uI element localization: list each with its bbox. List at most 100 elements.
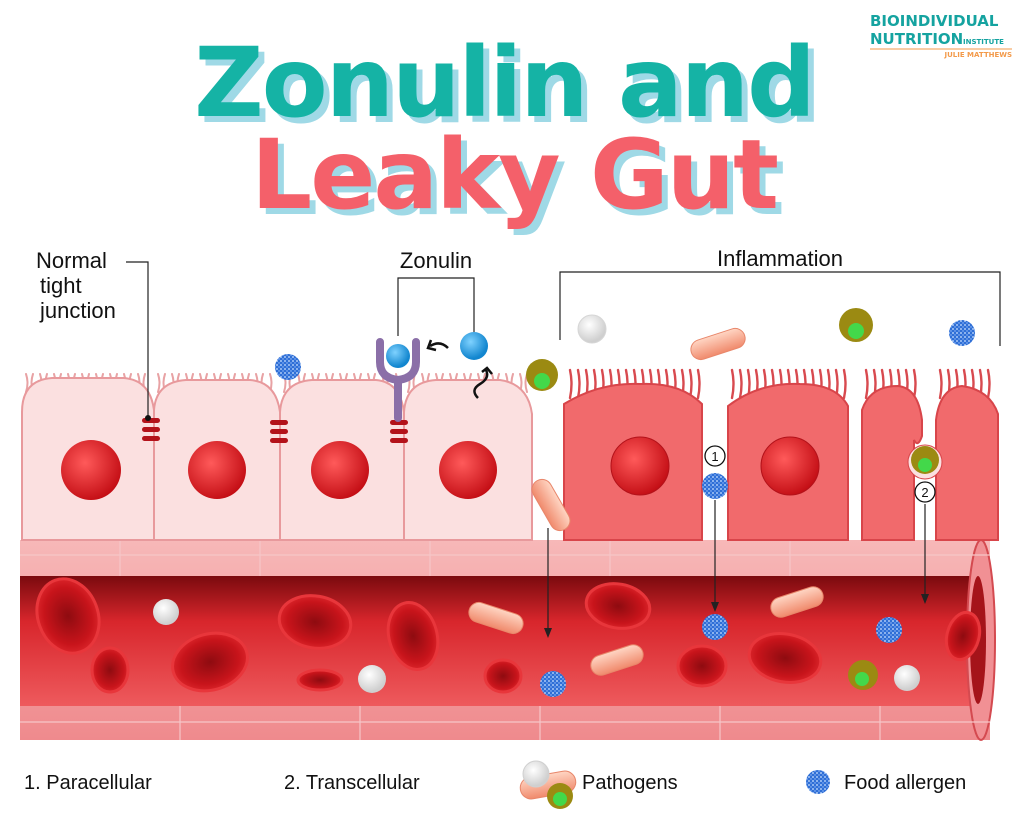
zonulin-bound-ball (386, 344, 410, 368)
zonulin-release-arrow (473, 369, 489, 399)
white-particle (894, 665, 920, 691)
vessel-contents (153, 586, 920, 697)
inflamed-cell-split (861, 384, 923, 541)
microvillus (576, 368, 581, 400)
junction-dot (145, 415, 151, 421)
zonulin-label: Zonulin (400, 248, 472, 273)
inflamed-cell-split (935, 384, 999, 541)
logo-author: JULIE MATTHEWS (943, 51, 1012, 59)
logo-line2: NUTRITION (870, 30, 963, 48)
nucleus (760, 436, 820, 496)
inflammation-label: Inflammation (717, 246, 843, 271)
marker-1-label: 1 (711, 449, 718, 464)
normal-label-line2: tight (40, 273, 82, 298)
bacterium (590, 644, 644, 676)
arrowheads (544, 594, 929, 638)
red-blood-cell (584, 582, 652, 630)
pathogen-core (855, 672, 869, 686)
nucleus (610, 436, 670, 496)
pathogen-core (534, 373, 550, 389)
logo-institute: INSTITUTE (963, 38, 1004, 46)
food-allergen-particle (949, 320, 975, 346)
microvillus (938, 368, 943, 400)
red-blood-cell (171, 631, 249, 693)
food-allergen-particle (702, 473, 728, 499)
nucleus (188, 441, 246, 499)
red-blood-cell (483, 658, 523, 694)
marker-2-label: 2 (921, 485, 928, 500)
food-allergen-particle (275, 354, 301, 380)
microvillus (986, 368, 991, 400)
legend-transcellular: 2. Transcellular (284, 772, 420, 794)
blood-vessel (20, 539, 996, 741)
zonulin-arrowhead (426, 339, 437, 352)
bacterium (770, 586, 824, 618)
nucleus (61, 440, 121, 500)
food-allergen-particle (540, 671, 566, 697)
bacterium (531, 478, 571, 532)
red-blood-cell (944, 610, 982, 662)
pathogens-icon (519, 760, 577, 809)
brand-logo: BIOINDIVIDUAL NUTRITION INSTITUTE JULIE … (870, 12, 1012, 59)
inflammation-bracket (559, 271, 1001, 346)
microvillus (864, 368, 869, 400)
zonulin-release-arrowhead (481, 366, 493, 375)
marker-2: 2 (914, 481, 936, 503)
inflamed-cells (563, 368, 999, 541)
tight-junction (390, 420, 408, 443)
free-particles (275, 308, 975, 532)
vessel-texture (20, 540, 990, 740)
title-line2-text: Leaky Gut (251, 119, 777, 231)
annotation-lines (126, 261, 1001, 630)
red-blood-cell (386, 601, 440, 671)
microvillus (912, 368, 917, 400)
zonulin-receptor (376, 332, 493, 422)
microvillus (157, 373, 161, 393)
red-blood-cell (676, 644, 728, 688)
title-line1-shadow: Zonulin and (200, 33, 820, 145)
microvillus (738, 368, 743, 400)
microvillus (696, 368, 701, 400)
title-line2-shadow: Leaky Gut (257, 125, 783, 237)
legend-pathogens: Pathogens (582, 772, 678, 794)
pathogen-core (918, 458, 932, 472)
white-particle (577, 314, 607, 344)
red-blood-cell (747, 632, 823, 684)
healthy-cells (21, 373, 533, 541)
legend-food-allergen: Food allergen (844, 772, 966, 794)
tight-junction (142, 418, 160, 441)
white-particle (153, 599, 179, 625)
food-allergen-particle (702, 614, 728, 640)
food-allergen-icon (806, 770, 830, 794)
logo-line1: BIOINDIVIDUAL (870, 12, 999, 30)
microvillus (842, 368, 847, 400)
nucleus (311, 441, 369, 499)
tight-junction (270, 420, 288, 443)
red-blood-cell (90, 646, 130, 694)
normal-label-line1: Normal (36, 248, 107, 273)
white-particle (358, 665, 386, 693)
zonulin-bracket (397, 277, 475, 336)
title-line2: Leaky Gut Leaky Gut (251, 119, 785, 237)
bacterium (468, 601, 524, 635)
nucleus (439, 441, 497, 499)
title-line1-text: Zonulin and (194, 27, 814, 139)
red-blood-cell (277, 594, 353, 650)
diagram-labels: Normal tight junction Zonulin Inflammati… (36, 246, 843, 323)
title-line1: Zonulin and Zonulin and (194, 27, 822, 145)
red-blood-cells (35, 577, 982, 694)
pathogen-core (848, 323, 864, 339)
marker-1: 1 (704, 445, 726, 467)
legend-paracellular: 1. Paracellular (24, 772, 152, 794)
red-blood-cell (35, 577, 101, 655)
food-allergen-particle (876, 617, 902, 643)
microvillus (730, 368, 735, 400)
red-blood-cell (296, 668, 344, 692)
legend: 1. Paracellular 2. Transcellular Pathoge… (24, 760, 966, 809)
normal-junction-leader (126, 261, 149, 418)
microvillus (568, 368, 573, 400)
bacterium (690, 327, 746, 361)
normal-label-line3: junction (39, 298, 116, 323)
zonulin-arrow (429, 342, 449, 349)
